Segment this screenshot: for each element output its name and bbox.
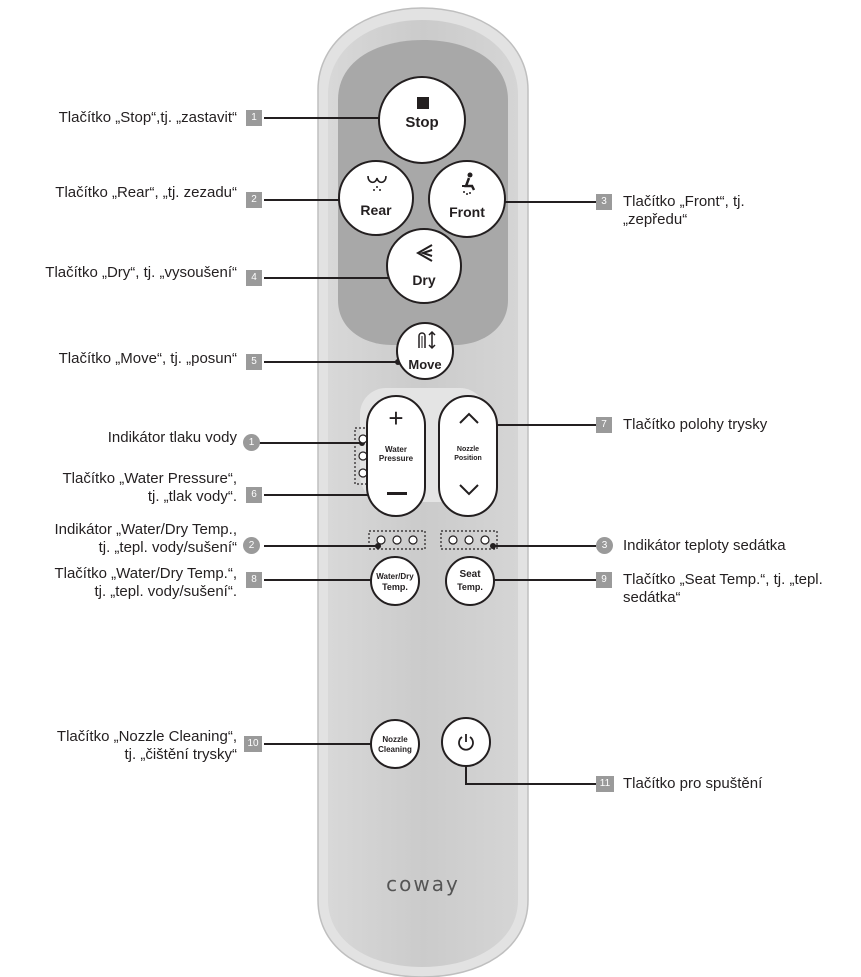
indicator-pressure-badge: 1 [243, 434, 260, 451]
minus-icon [387, 492, 407, 495]
seat-temp-label-2: Temp. [457, 582, 483, 592]
stop-button[interactable]: Stop [378, 76, 466, 164]
nozzle-position-label-2: Position [454, 455, 482, 462]
power-icon [458, 734, 474, 751]
callout-move-text: Tlačítko „Move“, tj. „posun“ [58, 350, 237, 367]
callout-pressure-text-2: tj. „tlak vody“. [147, 488, 237, 505]
indicator-water-dry-text-2: tj. „tepl. vody/sušení“ [98, 539, 237, 556]
callout-rear-text: Tlačítko „Rear“, „tj. zezadu“ [55, 184, 237, 201]
callout-front-text-2: „zepředu“ [623, 211, 688, 228]
callout-power-text: Tlačítko pro spuštění [623, 775, 763, 792]
callout-pressure-badge: 6 [246, 487, 262, 503]
nozzle-position-button[interactable]: Nozzle Position [438, 395, 498, 517]
indicator-seat-temp-badge: 3 [596, 537, 613, 554]
callout-front-badge: 3 [596, 194, 612, 210]
move-button[interactable]: Move [396, 322, 454, 380]
callout-nozzle-badge: 7 [596, 417, 612, 433]
callout-seat-temp-text-1: Tlačítko „Seat Temp.“, tj. „tepl. [623, 571, 823, 588]
nozzle-cleaning-label-2: Cleaning [378, 745, 412, 754]
seat-temp-indicator [440, 530, 498, 550]
stop-label: Stop [405, 114, 439, 131]
callout-rear-badge: 2 [246, 192, 262, 208]
callout-move-badge: 5 [246, 354, 262, 370]
callout-cleaning-text-1: Tlačítko „Nozzle Cleaning“, [56, 728, 237, 745]
brand-logo: coway [386, 872, 460, 896]
callout-dry-badge: 4 [246, 270, 262, 286]
callout-water-dry-text-2: tj. „tepl. vody/sušení“. [94, 583, 237, 600]
callout-power-badge: 11 [596, 776, 614, 792]
callout-stop-badge: 1 [246, 110, 262, 126]
water-pressure-label-1: Water [385, 445, 407, 454]
dry-air-icon [415, 244, 433, 262]
chevron-up-icon [459, 412, 479, 424]
plus-icon: + [388, 403, 404, 433]
rear-wash-icon [367, 175, 387, 191]
callout-nozzle-text: Tlačítko polohy trysky [623, 416, 768, 433]
seat-temp-label-1: Seat [459, 569, 481, 580]
front-wash-icon [462, 172, 476, 195]
move-arrows-icon [418, 330, 436, 350]
callout-pressure-text-1: Tlačítko „Water Pressure“, [62, 470, 237, 487]
chevron-down-icon [459, 484, 479, 496]
callout-water-dry-text-1: Tlačítko „Water/Dry Temp.“, [54, 565, 237, 582]
callout-front-text-1: Tlačítko „Front“, tj. [623, 193, 745, 210]
nozzle-cleaning-label-1: Nozzle [382, 735, 408, 744]
water-dry-temp-label-2: Temp. [382, 582, 408, 592]
callout-cleaning-badge: 10 [244, 736, 262, 752]
rear-button[interactable]: Rear [338, 160, 414, 236]
nozzle-position-label-1: Nozzle [456, 446, 480, 453]
seat-temp-button[interactable]: Seat Temp. [445, 556, 495, 606]
move-label: Move [408, 357, 442, 372]
callout-seat-temp-text-2: sedátka“ [623, 589, 681, 606]
indicator-water-dry-badge: 2 [243, 537, 260, 554]
water-dry-temp-indicator [368, 530, 426, 550]
power-button[interactable] [441, 717, 491, 767]
water-pressure-button[interactable]: + Water Pressure [366, 395, 426, 517]
callout-dry-text: Tlačítko „Dry“, tj. „vysoušení“ [45, 264, 237, 281]
callout-water-dry-badge: 8 [246, 572, 262, 588]
front-label: Front [449, 204, 485, 220]
callout-cleaning-text-2: tj. „čištění trysky“ [124, 746, 237, 763]
water-dry-temp-label-1: Water/Dry [376, 572, 414, 581]
indicator-seat-temp-text: Indikátor teploty sedátka [623, 537, 786, 554]
rear-label: Rear [360, 202, 392, 218]
front-button[interactable]: Front [428, 160, 506, 238]
callout-seat-temp-badge: 9 [596, 572, 612, 588]
leader-lines [255, 117, 596, 785]
indicator-water-dry-text-1: Indikátor „Water/Dry Temp., [54, 521, 237, 538]
stop-icon [417, 97, 429, 109]
dry-label: Dry [412, 272, 436, 288]
callout-stop-text: Tlačítko „Stop“,tj. „zastavit“ [58, 109, 237, 126]
water-dry-temp-button[interactable]: Water/Dry Temp. [370, 556, 420, 606]
nozzle-cleaning-button[interactable]: Nozzle Cleaning [370, 719, 420, 769]
indicator-pressure-text: Indikátor tlaku vody [107, 429, 237, 446]
water-pressure-label-2: Pressure [378, 454, 414, 463]
dry-button[interactable]: Dry [386, 228, 462, 304]
